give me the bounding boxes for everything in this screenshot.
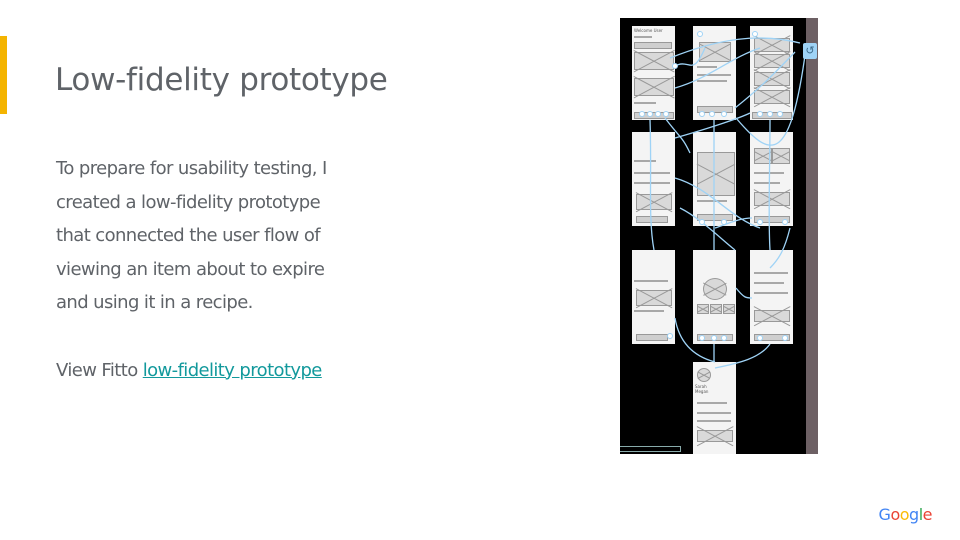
slide-title: Low-fidelity prototype (55, 62, 388, 98)
back-arrow-icon[interactable]: ↺ (803, 43, 817, 59)
prototype-screen-4 (632, 132, 675, 226)
body-text: To prepare for usability testing, I crea… (56, 152, 356, 387)
prototype-screen-7 (632, 250, 675, 344)
prototype-screen-6 (750, 132, 793, 226)
prototype-flow-image: Welcome User (620, 18, 818, 454)
prototype-screen-profile: Sarah Megan (693, 362, 736, 454)
screen-caption: Welcome User (634, 28, 663, 33)
description-paragraph: To prepare for usability testing, I crea… (56, 158, 327, 314)
prototype-screen-welcome: Welcome User (632, 26, 675, 120)
link-prefix: View Fitto (56, 359, 143, 381)
profile-name: Sarah Megan (695, 384, 709, 394)
accent-bar (0, 36, 7, 114)
prototype-screen-2 (693, 26, 736, 120)
flow-connectors (639, 31, 807, 369)
google-logo: Google (878, 505, 933, 524)
low-fidelity-prototype-link[interactable]: low-fidelity prototype (142, 359, 323, 381)
prototype-link-line: View Fitto low-fidelity prototype (56, 354, 356, 388)
prototype-scrollbar[interactable] (806, 18, 818, 454)
prototype-progress-bar (620, 446, 681, 452)
